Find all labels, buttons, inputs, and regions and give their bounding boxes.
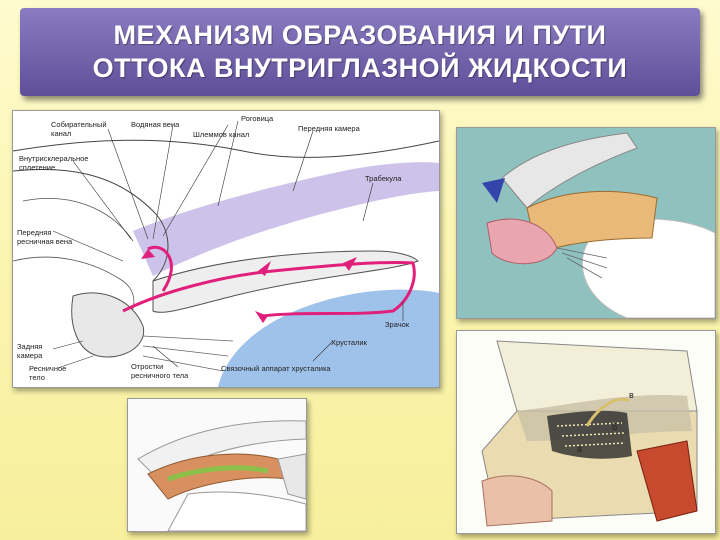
block-section-illustration: в б а [456, 330, 716, 534]
label-anterior-chamber: Передняя камера [298, 124, 360, 133]
title-banner: МЕХАНИЗМ ОБРАЗОВАНИЯ И ПУТИ ОТТОКА ВНУТР… [20, 8, 700, 96]
cornea-shape [133, 162, 439, 276]
title-line-1: МЕХАНИЗМ ОБРАЗОВАНИЯ И ПУТИ [113, 20, 607, 50]
small-section-drawing [137, 420, 306, 531]
label-trabecula: Трабекула [365, 174, 402, 183]
lens-shape [218, 289, 439, 387]
label-ciliary-body: Ресничное тело [29, 364, 67, 382]
label-intrascleral-plexus: Внутрисклеральное сплетение [19, 154, 89, 172]
label-lens: Хрусталик [331, 338, 367, 347]
label-pupil: Зрачок [385, 320, 410, 329]
label-lens-zonule: Связочный аппарат хрусталика [221, 364, 331, 373]
main-eye-diagram: Собирательный канал Водяная вена Шлеммов… [12, 110, 440, 388]
letter-a: а [577, 444, 583, 454]
label-collector-canal: Собирательный канал [51, 120, 107, 138]
letter-v: в [629, 390, 634, 400]
label-cornea: Роговица [241, 114, 274, 123]
angle-3d-illustration [456, 127, 716, 319]
label-posterior-chamber: Задняя камера [17, 342, 43, 360]
label-anterior-ciliary-vein: Передняя ресничная вена [17, 228, 73, 246]
angle-3d-drawing [482, 132, 715, 318]
main-diagram-drawing [13, 120, 439, 387]
label-ciliary-processes: Отростки ресничного тела [131, 362, 189, 380]
title-line-2: ОТТОКА ВНУТРИГЛАЗНОЙ ЖИДКОСТИ [92, 53, 628, 83]
label-aqueous-vein: Водяная вена [131, 120, 180, 129]
label-schlemm-canal: Шлеммов канал [193, 130, 250, 139]
block-section-drawing [481, 340, 698, 527]
small-section-illustration [127, 398, 307, 532]
letter-b: б [612, 422, 618, 432]
